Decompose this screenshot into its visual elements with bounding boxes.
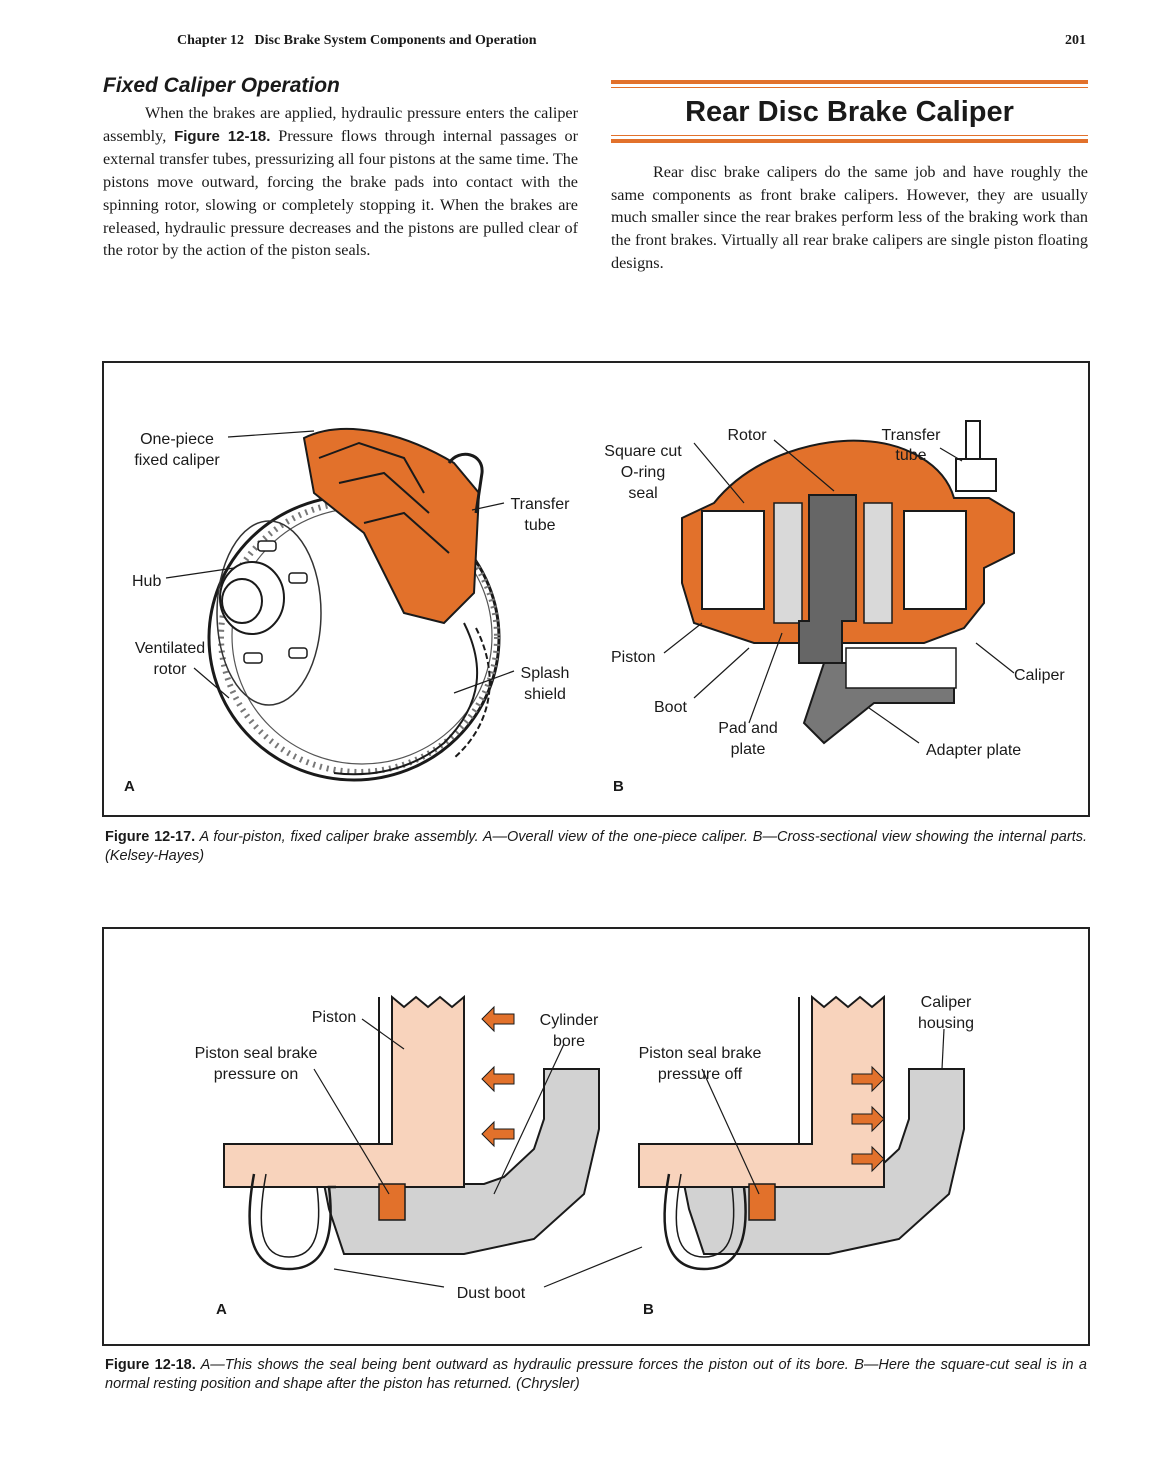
heading-rule-bottom [611, 139, 1088, 143]
paragraph-text: When the brakes are applied, hydraulic p… [103, 104, 578, 145]
callout-seal-off-line2: pressure off [658, 1066, 743, 1083]
callout-pad-line2: plate [731, 741, 766, 758]
callout-piston: Piston [611, 649, 655, 666]
figure-12-17-illustration: One-piece fixed caliper Transfer tube Hu… [124, 420, 1065, 795]
section-heading: Rear Disc Brake Caliper [685, 96, 1014, 128]
callout-rotor-line1: Ventilated [135, 640, 205, 657]
callout-hub: Hub [132, 573, 161, 590]
heading-rule-top [611, 80, 1088, 84]
callout-transfer-line2: tube [895, 447, 926, 464]
callout-transfer-tube-line2: tube [524, 517, 555, 534]
seal-pressure-on-drawing [223, 994, 600, 1271]
callout-rotor: Rotor [727, 427, 767, 444]
page-number: 201 [1065, 33, 1086, 48]
callout-seal-off-line1: Piston seal brake [639, 1045, 762, 1062]
chapter-title: Chapter 12 Disc Brake System Components … [177, 33, 537, 48]
figure-12-18: Piston Piston seal brake pressure on Cyl… [102, 927, 1090, 1346]
heading-rule-top-thin [611, 87, 1088, 88]
right-column: Rear Disc Brake Caliper Rear disc brake … [611, 74, 1088, 275]
heading-rule-bottom-thin [611, 135, 1088, 136]
callout-caliper: Caliper [1014, 667, 1065, 684]
caption-figure-number: Figure 12-18. [105, 1357, 196, 1373]
figure-12-17: One-piece fixed caliper Transfer tube Hu… [102, 361, 1090, 817]
disc-brake-assembly-drawing [207, 427, 501, 782]
fixed-caliper-paragraph: When the brakes are applied, hydraulic p… [103, 102, 578, 262]
callout-caliper-line2: fixed caliper [134, 452, 220, 469]
callout-seal-on-line1: Piston seal brake [195, 1045, 318, 1062]
callout-housing-line2: housing [918, 1015, 974, 1032]
panel-label-b: B [613, 778, 624, 795]
callout-cylinder-bore-line1: Cylinder [540, 1012, 599, 1029]
panel-a-callout-lines [165, 430, 515, 699]
callout-seal-line2: O-ring [621, 464, 665, 481]
caliper-cross-section-drawing [681, 420, 1015, 745]
figure-12-18-callout-lines [313, 1018, 945, 1288]
callout-splash-line1: Splash [521, 665, 570, 682]
callout-transfer-tube-line1: Transfer [511, 496, 571, 513]
callout-seal-line3: seal [628, 485, 657, 502]
panel-b-callout-lines [663, 439, 1015, 744]
callout-housing-line1: Caliper [921, 994, 972, 1011]
callout-caliper-line1: One-piece [140, 431, 214, 448]
figure-12-18-illustration: Piston Piston seal brake pressure on Cyl… [195, 994, 974, 1318]
rear-caliper-paragraph: Rear disc brake calipers do the same job… [611, 163, 1088, 272]
callout-adapter-plate: Adapter plate [926, 742, 1021, 759]
callout-transfer-line1: Transfer [882, 427, 942, 444]
caption-figure-number: Figure 12-17. [105, 829, 196, 845]
callout-pad-line1: Pad and [718, 720, 778, 737]
panel-label-a: A [216, 1301, 227, 1318]
caption-text: A four-piston, fixed caliper brake assem… [105, 829, 1087, 864]
seal-pressure-off-drawing [638, 994, 965, 1271]
panel-label-b: B [643, 1301, 654, 1318]
panel-label-a: A [124, 778, 135, 795]
section-subheading: Fixed Caliper Operation [103, 74, 340, 97]
callout-seal-line1: Square cut [604, 443, 682, 460]
callout-dust-boot: Dust boot [457, 1285, 526, 1302]
callout-cylinder-bore-line2: bore [553, 1033, 585, 1050]
callout-seal-on-line2: pressure on [214, 1066, 299, 1083]
callout-rotor-line2: rotor [154, 661, 188, 678]
left-column: Fixed Caliper Operation When the brakes … [103, 74, 578, 262]
callout-splash-line2: shield [524, 686, 566, 703]
callout-piston: Piston [312, 1009, 356, 1026]
caption-text: A—This shows the seal being bent outward… [105, 1357, 1087, 1392]
figure-12-18-caption: Figure 12-18. A—This shows the seal bein… [105, 1356, 1087, 1394]
figure-12-17-caption: Figure 12-17. A four-piston, fixed calip… [105, 828, 1087, 866]
figure-reference-link[interactable]: Figure 12-18. [174, 127, 271, 145]
callout-boot: Boot [654, 699, 687, 716]
paragraph-text: Pressure flows through internal passages… [103, 126, 578, 260]
